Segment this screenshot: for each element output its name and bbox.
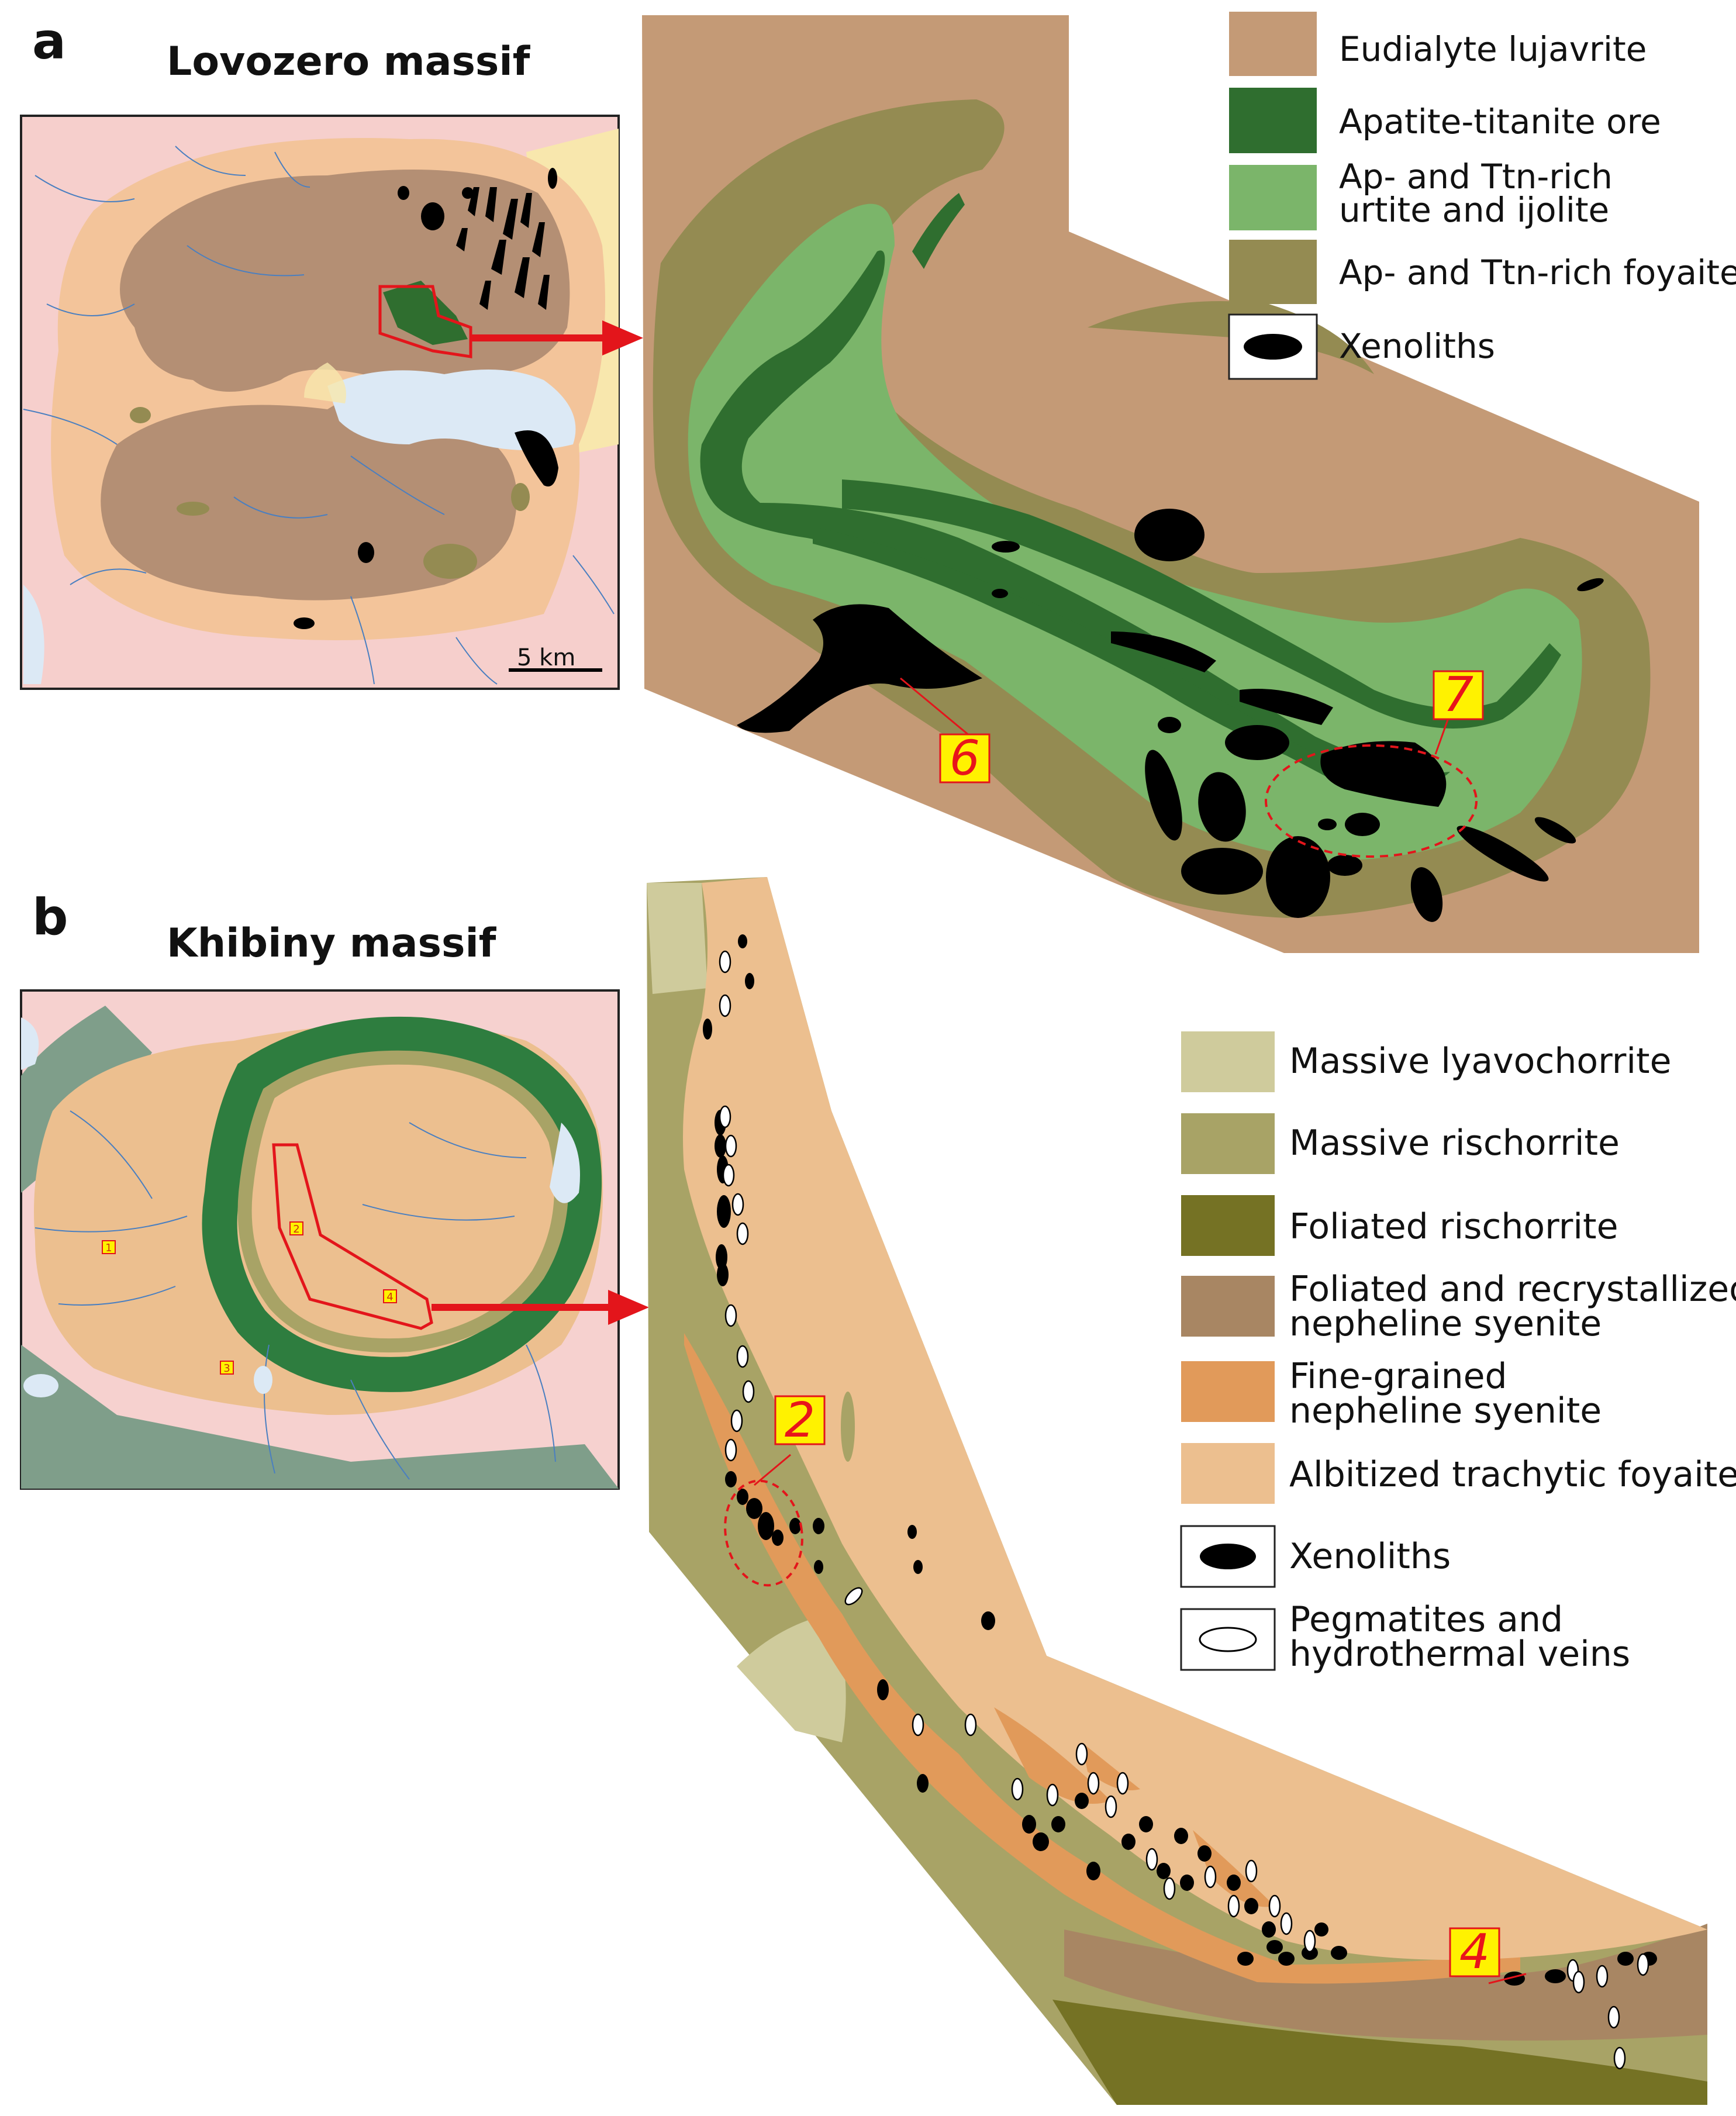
panel-a-title: Lovozero massif bbox=[167, 39, 531, 85]
legend-label: Foliated rischorrite bbox=[1289, 1206, 1618, 1247]
site-4-label: 4 bbox=[1459, 1924, 1490, 1980]
legend-swatch bbox=[1181, 1443, 1275, 1504]
legend-label: Eudialyte lujavrite bbox=[1339, 29, 1647, 69]
legend-swatch bbox=[1181, 1113, 1275, 1174]
legend-label: Albitized trachytic foyaite bbox=[1289, 1454, 1736, 1495]
panel-a-letter: a bbox=[32, 12, 66, 71]
legend-label-line: nepheline syenite bbox=[1289, 1390, 1602, 1431]
xenolith-symbol bbox=[1244, 334, 1302, 360]
legend-label-line: nepheline syenite bbox=[1289, 1303, 1602, 1344]
legend-swatch bbox=[1181, 1195, 1275, 1256]
legend-label-line: Pegmatites and bbox=[1289, 1599, 1563, 1640]
legend-swatch bbox=[1229, 12, 1317, 76]
legend-label: Ap- and Ttn-rich foyaite bbox=[1339, 253, 1736, 292]
lovozero-detail-map: 6 7 bbox=[642, 15, 1699, 953]
xenolith-symbol bbox=[1200, 1544, 1256, 1569]
legend-swatch bbox=[1181, 1031, 1275, 1092]
legend-b: Massive lyavochorrite Massive rischorrit… bbox=[1180, 1031, 1736, 1675]
legend-label-line: Foliated and recrystallized bbox=[1289, 1269, 1736, 1310]
panel-b-title: Khibiny massif bbox=[167, 920, 497, 966]
legend-swatch bbox=[1181, 1276, 1275, 1337]
legend-swatch bbox=[1180, 1608, 1276, 1671]
zoom-arrow-a bbox=[471, 320, 643, 355]
legend-label-line: hydrothermal veins bbox=[1289, 1634, 1630, 1675]
khibiny-detail-map: 2 4 bbox=[647, 877, 1707, 2105]
legend-label: Massive rischorrite bbox=[1289, 1123, 1620, 1164]
site-7-label: 7 bbox=[1443, 667, 1473, 723]
site-2-label: 2 bbox=[785, 1393, 815, 1448]
legend-swatch bbox=[1229, 165, 1317, 230]
scale-bar-label: 5 km bbox=[517, 644, 575, 671]
panel-b-letter: b bbox=[32, 888, 68, 947]
legend-a: Eudialyte lujavrite Apatite-titanite ore… bbox=[1228, 12, 1736, 380]
overview-site-4: 4 bbox=[386, 1291, 393, 1303]
vein-symbol bbox=[1199, 1627, 1257, 1652]
legend-label-line: Ap- and Ttn-rich bbox=[1339, 157, 1613, 196]
site-6-label: 6 bbox=[950, 731, 980, 786]
lovozero-overview-map: 5 km bbox=[20, 115, 620, 690]
legend-label: Massive lyavochorrite bbox=[1289, 1041, 1672, 1082]
overview-site-1: 1 bbox=[105, 1242, 112, 1254]
legend-label-line: urtite and ijolite bbox=[1339, 190, 1609, 230]
legend-swatch bbox=[1181, 1361, 1275, 1422]
legend-label: Xenoliths bbox=[1289, 1536, 1451, 1577]
legend-swatch bbox=[1229, 240, 1317, 304]
legend-label-line: Fine-grained bbox=[1289, 1356, 1507, 1397]
legend-label: Xenoliths bbox=[1339, 326, 1495, 366]
overview-sites: 1 2 3 4 bbox=[102, 1221, 397, 1375]
overview-site-3: 3 bbox=[223, 1362, 230, 1375]
overview-site-2: 2 bbox=[293, 1223, 299, 1235]
zoom-arrow-b bbox=[432, 1290, 649, 1325]
khibiny-overview-map: 1 2 3 4 bbox=[20, 989, 620, 1490]
legend-swatch bbox=[1229, 88, 1317, 153]
legend-label: Apatite-titanite ore bbox=[1339, 102, 1661, 141]
